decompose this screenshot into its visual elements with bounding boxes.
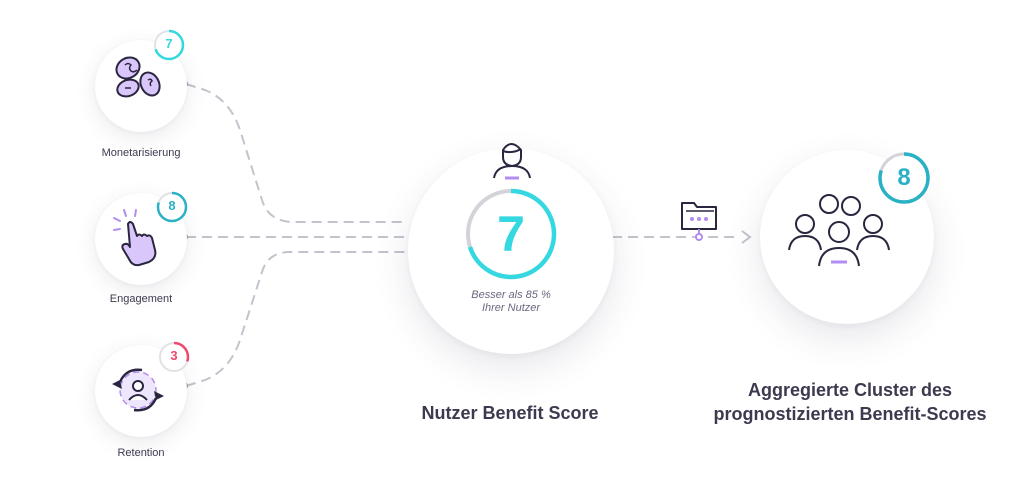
score-ring-engagement [156,191,188,223]
connector-retention [185,251,405,387]
center-card [408,148,614,354]
score-engagement: 8 [168,198,176,213]
folder-password-icon [681,202,717,241]
connector-monetarisierung [185,83,405,223]
score-monetarisierung: 7 [165,36,173,51]
label-retention: Retention [117,447,165,459]
cluster-score: 8 [897,164,911,191]
cluster-title-2: prognostizierten Benefit-Scores [713,404,987,424]
user-group-icon [788,194,890,267]
score-ring-cluster [878,152,930,204]
label-engagement: Engagement [109,293,173,305]
center-sub-2: Ihrer Nutzer [481,302,541,314]
center-title: Nutzer Benefit Score [421,403,599,423]
user-icon [493,143,531,180]
coins-icon [115,56,161,98]
center-score: 7 [497,206,525,262]
center-sub-1: Besser als 85 % [471,289,551,301]
cluster-title-1: Aggregierte Cluster des [747,380,953,400]
pointer-click-icon [113,209,157,267]
label-monetarisierung: Monetarisierung [101,147,181,159]
score-ring-monetarisierung [153,29,185,61]
score-ring-center [465,188,557,280]
score-retention: 3 [170,348,178,363]
score-ring-retention [158,341,190,373]
user-cycle-icon [112,368,164,412]
